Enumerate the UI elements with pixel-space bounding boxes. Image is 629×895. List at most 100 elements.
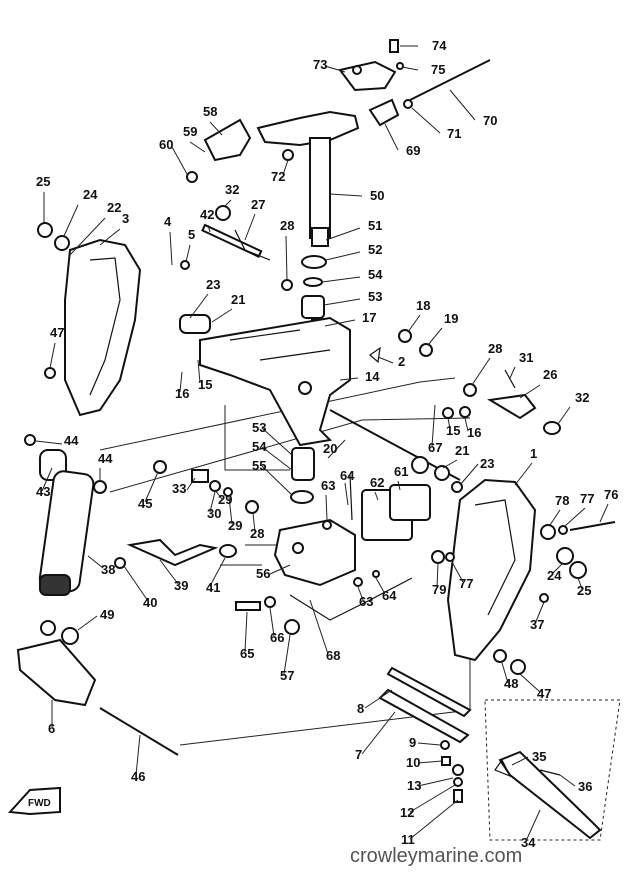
callout-16: 16 — [175, 386, 189, 401]
callout-41: 41 — [206, 580, 220, 595]
callout-15: 15 — [446, 423, 460, 438]
callout-21: 21 — [231, 292, 245, 307]
callout-1: 1 — [530, 446, 537, 461]
callout-23: 23 — [480, 456, 494, 471]
lock-bracket — [235, 518, 413, 635]
callout-31: 31 — [519, 350, 533, 365]
callout-5: 5 — [188, 227, 195, 242]
callout-44: 44 — [64, 433, 79, 448]
callout-21: 21 — [455, 443, 469, 458]
callout-68: 68 — [326, 648, 340, 663]
callout-22: 22 — [107, 200, 121, 215]
callout-13: 13 — [407, 778, 421, 793]
callout-76: 76 — [604, 487, 618, 502]
callout-25: 25 — [36, 174, 50, 189]
callout-6: 6 — [48, 721, 55, 736]
callout-49: 49 — [100, 607, 114, 622]
callout-63: 63 — [321, 478, 335, 493]
callout-11: 11 — [401, 832, 415, 847]
callout-44: 44 — [98, 451, 113, 466]
callout-37: 37 — [530, 617, 544, 632]
tilt-cylinder — [24, 434, 167, 596]
callout-47: 47 — [537, 686, 551, 701]
callout-47: 47 — [50, 325, 64, 340]
callout-75: 75 — [431, 62, 445, 77]
callout-24: 24 — [547, 568, 562, 583]
callout-3: 3 — [122, 211, 129, 226]
callout-46: 46 — [131, 769, 145, 784]
callout-74: 74 — [432, 38, 447, 53]
callout-79: 79 — [432, 582, 446, 597]
callout-29: 29 — [228, 518, 242, 533]
callout-58: 58 — [203, 104, 217, 119]
callout-34: 34 — [521, 835, 536, 850]
callout-66: 66 — [270, 630, 284, 645]
callout-54: 54 — [252, 439, 267, 454]
swivel-bracket — [179, 205, 351, 447]
callout-16: 16 — [467, 425, 481, 440]
callout-20: 20 — [323, 441, 337, 456]
callout-63: 63 — [359, 594, 373, 609]
callout-59: 59 — [183, 124, 197, 139]
callout-78: 78 — [555, 493, 569, 508]
callout-77: 77 — [580, 491, 594, 506]
callout-38: 38 — [101, 562, 115, 577]
callout-24: 24 — [83, 187, 98, 202]
callout-69: 69 — [406, 143, 420, 158]
callout-70: 70 — [483, 113, 497, 128]
callout-25: 25 — [577, 583, 591, 598]
steering-bracket-group — [186, 39, 491, 247]
callout-61: 61 — [394, 464, 408, 479]
callout-8: 8 — [357, 701, 364, 716]
callout-53: 53 — [368, 289, 382, 304]
callout-43: 43 — [36, 484, 50, 499]
fwd-label: FWD — [28, 798, 51, 809]
left-clamp-bracket — [37, 222, 142, 417]
callout-26: 26 — [543, 367, 557, 382]
watermark: crowleymarine.com — [350, 845, 522, 867]
callout-30: 30 — [207, 506, 221, 521]
callout-23: 23 — [206, 277, 220, 292]
callout-62: 62 — [370, 475, 384, 490]
right-hinge-parts — [329, 329, 561, 493]
callout-28: 28 — [250, 526, 264, 541]
callout-17: 17 — [362, 310, 376, 325]
callout-45: 45 — [138, 496, 152, 511]
leader-lines — [35, 45, 609, 842]
callout-29: 29 — [218, 492, 232, 507]
callout-14: 14 — [365, 369, 380, 384]
callout-10: 10 — [406, 755, 420, 770]
callout-71: 71 — [447, 126, 461, 141]
tilt-stop-unit — [322, 474, 431, 541]
callout-48: 48 — [504, 676, 518, 691]
callout-40: 40 — [143, 595, 157, 610]
callout-65: 65 — [240, 646, 254, 661]
callout-52: 52 — [368, 242, 382, 257]
callout-32: 32 — [225, 182, 239, 197]
callout-9: 9 — [409, 735, 416, 750]
callout-57: 57 — [280, 668, 294, 683]
callout-33: 33 — [172, 481, 186, 496]
fwd-arrow-icon: FWD — [7, 786, 61, 816]
lower-left-bracket — [16, 620, 179, 756]
callout-53: 53 — [252, 420, 266, 435]
tilt-lock-lever — [494, 750, 602, 840]
callout-73: 73 — [313, 57, 327, 72]
callout-18: 18 — [416, 298, 430, 313]
lower-plates — [378, 666, 472, 803]
callout-35: 35 — [532, 749, 546, 764]
callout-32: 32 — [575, 390, 589, 405]
callout-51: 51 — [368, 218, 382, 233]
callout-50: 50 — [370, 188, 384, 203]
callout-28: 28 — [488, 341, 502, 356]
callout-67: 67 — [428, 440, 442, 455]
callout-64: 64 — [382, 588, 397, 603]
callout-55: 55 — [252, 458, 266, 473]
callout-2: 2 — [398, 354, 405, 369]
lever-parts — [114, 469, 259, 569]
callout-27: 27 — [251, 197, 265, 212]
right-clamp-bracket — [431, 478, 616, 675]
callout-60: 60 — [159, 137, 173, 152]
